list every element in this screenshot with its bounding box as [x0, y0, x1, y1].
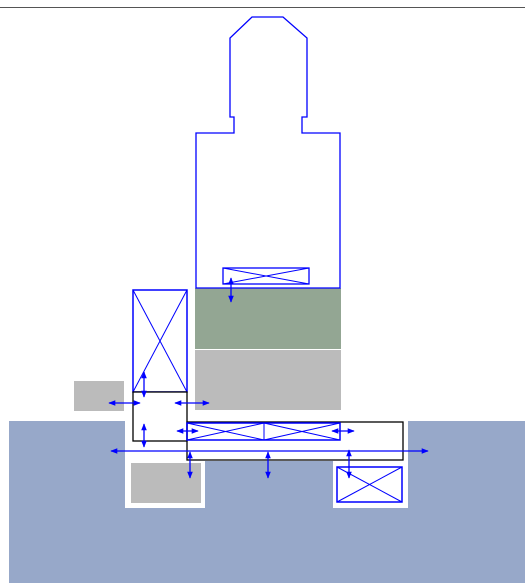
left-column-cross-box-icon	[132, 289, 188, 393]
joint-frame-box	[132, 391, 188, 442]
horizontal-frame-box	[186, 421, 404, 461]
tower-base-cross-box-icon	[222, 267, 310, 285]
pit-right-cross-box-icon	[336, 466, 403, 503]
arrows-group	[108, 277, 429, 479]
green-block	[195, 288, 341, 349]
tower-outline	[195, 16, 341, 289]
left-gray-block	[74, 381, 124, 411]
middle-gray-block	[195, 350, 341, 410]
